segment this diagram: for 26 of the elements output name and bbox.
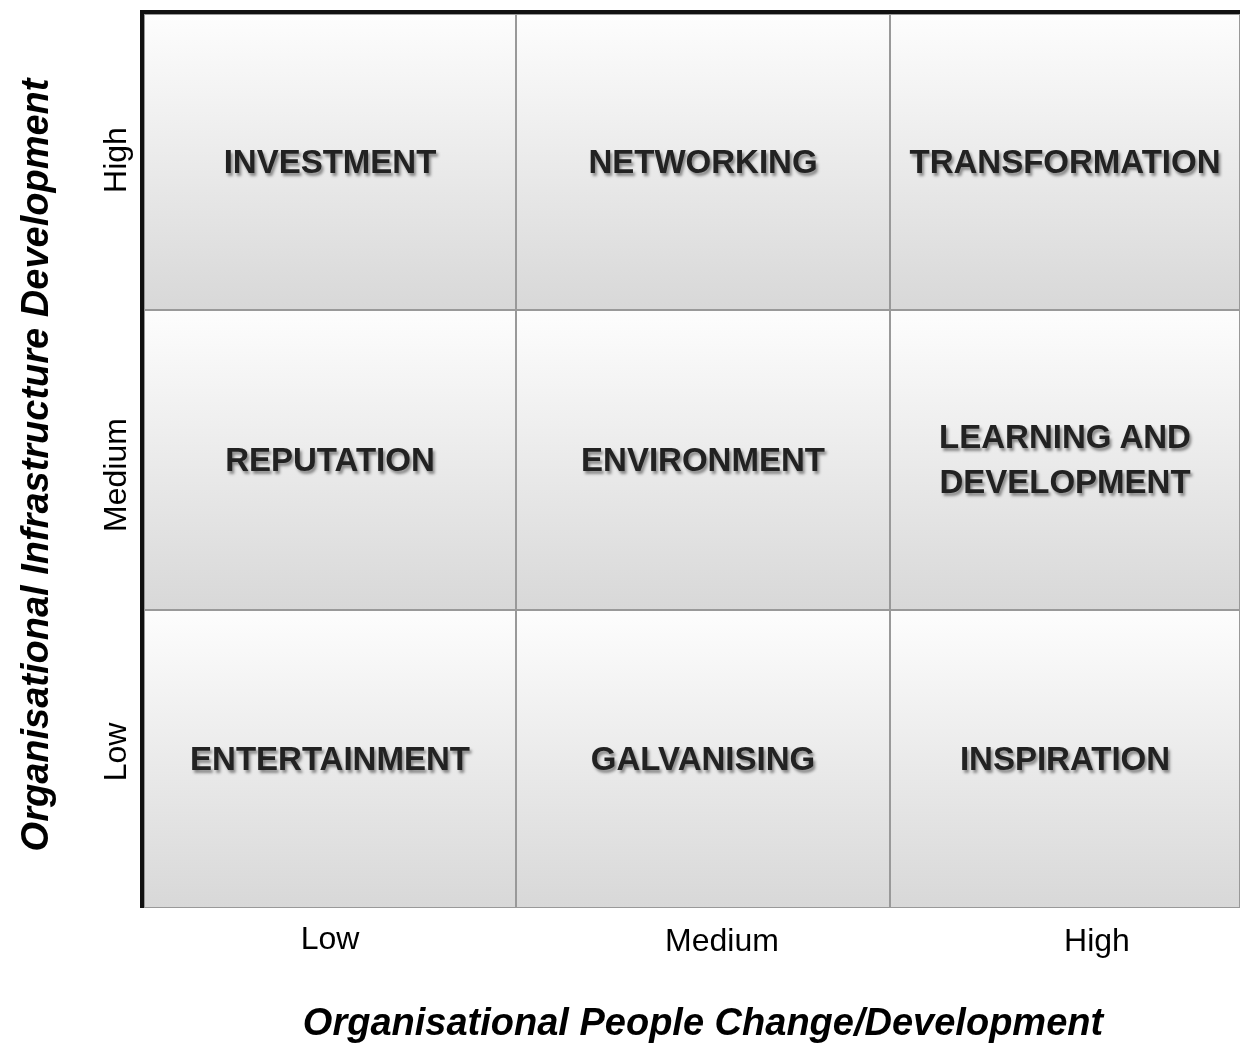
- axis-tick: Low: [96, 722, 134, 782]
- matrix-cell: [144, 310, 516, 610]
- matrix-cell: [890, 14, 1240, 310]
- axis-tick: Low: [300, 919, 360, 957]
- cell-title: LEARNING AND DEVELOPMENT: [938, 417, 1192, 502]
- axis-tick: High: [96, 127, 134, 193]
- matrix-cell: [516, 14, 890, 310]
- cell-title: INSPIRATION: [959, 738, 1171, 779]
- axis-title: Organisational People Change/Development: [302, 1000, 1104, 1044]
- cell-title: INVESTMENT: [223, 141, 437, 182]
- axis-tick: Medium: [665, 921, 779, 959]
- cell-title: TRANSFORMATION: [909, 141, 1221, 182]
- matrix-cell: [144, 14, 516, 310]
- cell-title: GALVANISING: [590, 738, 816, 779]
- axis-tick: Medium: [96, 418, 134, 532]
- axis-title: Organisational Infrastructure Development: [13, 78, 57, 852]
- cell-title: ENVIRONMENT: [581, 439, 825, 480]
- axis-tick: High: [1064, 921, 1130, 959]
- matrix-cell: [890, 310, 1240, 610]
- matrix-cell: [890, 610, 1240, 908]
- matrix-cell: [516, 310, 890, 610]
- matrix-cell: [144, 610, 516, 908]
- matrix-cell: [516, 610, 890, 908]
- cell-title: ENTERTAINMENT: [190, 738, 470, 779]
- cell-title: REPUTATION: [225, 439, 435, 480]
- cell-title: NETWORKING: [588, 141, 818, 182]
